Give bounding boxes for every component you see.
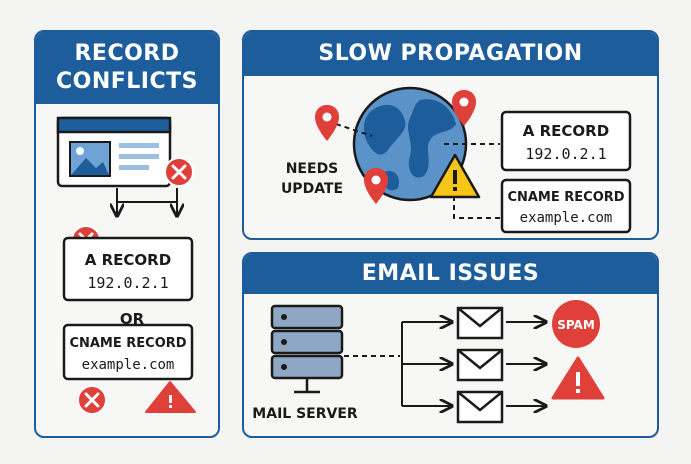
a-record-box: [62, 236, 194, 302]
record-conflicts-title-line2: CONFLICTS: [56, 69, 198, 94]
envelope-icon: [456, 348, 504, 382]
error-x-icon: [164, 157, 194, 187]
email-issues-title: EMAIL ISSUES: [244, 254, 657, 294]
a-record-label: A RECORD: [85, 251, 171, 269]
map-pin-icon: [452, 90, 476, 126]
slow-propagation-title: SLOW PROPAGATION: [244, 32, 657, 76]
record-conflicts-title: RECORD CONFLICTS: [36, 32, 218, 104]
browser-window-icon: [56, 116, 172, 188]
cname-record-box: [500, 178, 632, 234]
record-conflicts-title-line1: RECORD: [74, 41, 180, 66]
needs-update-label: UPDATE: [281, 181, 343, 197]
map-pin-icon: [315, 105, 339, 141]
warning-icon: [429, 153, 481, 199]
mail-server-icon: [270, 304, 344, 394]
cname-record-box: [62, 323, 194, 381]
cname-record-label: CNAME RECORD: [507, 190, 624, 205]
dashed-connector: [335, 123, 373, 137]
map-pin-icon: [364, 168, 388, 204]
a-record-value: 192.0.2.1: [525, 145, 606, 163]
mail-server-label: MAIL SERVER: [252, 406, 358, 422]
cname-record-value: example.com: [82, 357, 175, 373]
dashed-connector: [453, 196, 500, 219]
or-label: OR: [120, 310, 145, 328]
warning-icon: [551, 356, 605, 400]
error-x-icon: [77, 385, 107, 415]
warning-icon: [145, 381, 196, 413]
spam-label: SPAM: [557, 318, 595, 332]
envelope-icon: [456, 306, 504, 340]
cname-record-label: CNAME RECORD: [69, 336, 186, 351]
needs-update-label: NEEDS: [286, 161, 339, 177]
envelope-icon: [456, 390, 504, 424]
a-record-value: 192.0.2.1: [87, 274, 168, 292]
a-record-box: [500, 110, 632, 172]
cname-record-value: example.com: [520, 210, 613, 226]
a-record-label: A RECORD: [523, 122, 609, 140]
spam-badge: [552, 300, 600, 348]
